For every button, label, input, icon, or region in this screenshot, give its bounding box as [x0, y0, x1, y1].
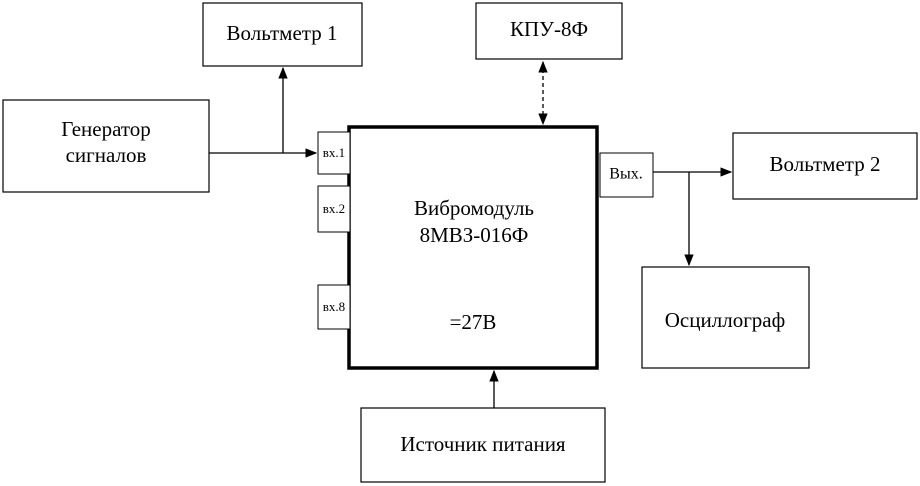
oscilloscope-block: Осциллограф [641, 266, 810, 369]
voltmeter-2-block: Вольтметр 2 [732, 132, 918, 200]
input-port-8-label: вх.8 [323, 299, 345, 314]
power-source-label: Источник питания [400, 432, 566, 456]
module-label-line1: Вибромодуль [414, 196, 534, 220]
kpu-block: КПУ-8Ф [475, 2, 623, 60]
vibromodule-block: Вибромодуль 8МВЗ-016Ф =27В [347, 125, 599, 370]
voltmeter-1-block: Вольтметр 1 [202, 2, 363, 67]
input-port-8: вх.8 [317, 284, 351, 330]
voltmeter-2-label: Вольтметр 2 [770, 152, 881, 176]
output-port: Вых. [599, 152, 654, 198]
generator-label-line1: Генератор [61, 117, 151, 141]
generator-label-line2: сигналов [66, 143, 147, 167]
input-port-1: вх.1 [317, 131, 351, 175]
kpu-label: КПУ-8Ф [510, 17, 588, 41]
signal-generator-block: Генератор сигналов [2, 99, 210, 193]
voltmeter-1-label: Вольтметр 1 [227, 21, 338, 45]
module-power-label: =27В [450, 310, 497, 334]
power-source-block: Источник питания [360, 407, 606, 483]
input-port-2-label: вх.2 [323, 201, 345, 216]
module-label-line2: 8МВЗ-016Ф [420, 223, 529, 247]
output-port-label: Вых. [609, 166, 642, 183]
input-port-1-label: вх.1 [323, 145, 345, 160]
oscilloscope-label: Осциллограф [665, 308, 785, 332]
input-port-2: вх.2 [317, 185, 351, 233]
